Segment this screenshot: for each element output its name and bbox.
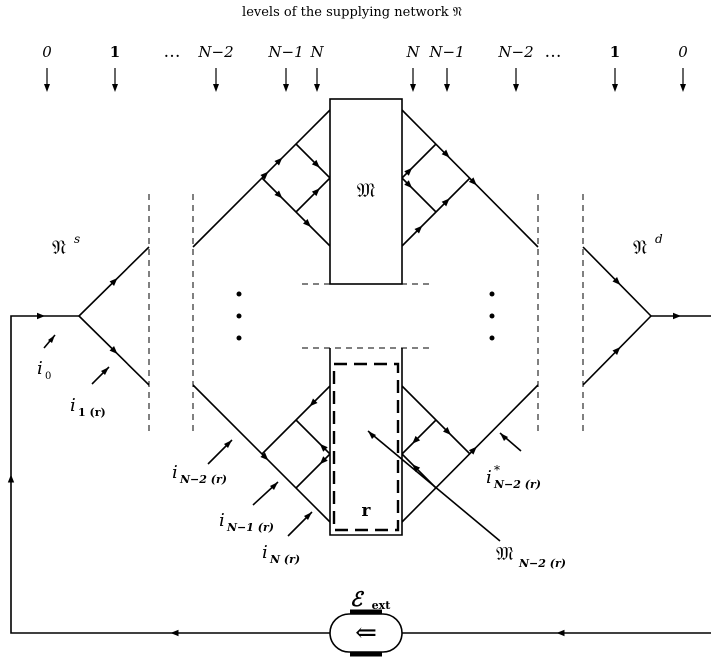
network-labels: 𝔑 s 𝔑 d 𝔐 r i 0 i 1 (r) i N−2 (r) i N−1 … bbox=[37, 178, 663, 570]
level-arrow bbox=[44, 68, 50, 92]
block-r-dashed bbox=[332, 362, 400, 532]
drain-network-sup: d bbox=[655, 232, 663, 246]
level-arrow bbox=[283, 68, 289, 92]
current-arrowhead bbox=[412, 464, 421, 473]
current-arrowhead bbox=[37, 312, 45, 320]
current-arrowhead bbox=[109, 278, 118, 286]
level-label: 0 bbox=[42, 43, 52, 61]
current-i0-sub: 0 bbox=[45, 371, 51, 382]
level-arrows bbox=[44, 68, 686, 92]
current-arrowhead bbox=[319, 456, 328, 465]
central-block-lower bbox=[329, 348, 403, 536]
current-arrowhead bbox=[404, 180, 413, 189]
level-labels-left: 0 1 … N−2 N−1 N bbox=[42, 42, 324, 62]
sub-block-sub: N−2 (r) bbox=[518, 557, 566, 570]
level-label: N−1 bbox=[428, 43, 464, 61]
current-arrowhead bbox=[412, 435, 421, 444]
current-iN2-star-sub: N−2 (r) bbox=[493, 478, 541, 491]
current-arrowhead bbox=[309, 398, 318, 407]
level-label: 1 bbox=[110, 43, 120, 61]
current-arrowhead bbox=[274, 157, 283, 166]
block-r-label: r bbox=[362, 501, 372, 521]
current-arrowhead bbox=[311, 159, 320, 168]
level-arrow bbox=[612, 68, 618, 92]
current-arrowhead bbox=[319, 443, 328, 452]
source-network-sup: s bbox=[74, 232, 80, 246]
current-arrowhead bbox=[612, 277, 621, 285]
dashed-separators bbox=[148, 194, 584, 436]
current-iN2: i bbox=[172, 462, 178, 483]
level-label: N bbox=[309, 43, 324, 61]
level-arrow bbox=[444, 68, 450, 92]
current-arrowhead bbox=[311, 188, 320, 197]
current-arrowhead bbox=[673, 312, 681, 320]
current-arrowhead bbox=[274, 190, 283, 199]
current-arrowhead bbox=[441, 149, 450, 158]
diagram-title: levels of the supplying network 𝔑 bbox=[242, 5, 462, 20]
level-arrow bbox=[213, 68, 219, 92]
current-arrowhead bbox=[468, 177, 477, 186]
current-arrowheads bbox=[7, 149, 681, 637]
current-arrowhead bbox=[260, 452, 269, 461]
current-arrowhead bbox=[441, 198, 450, 207]
current-iN2-star-sup: * bbox=[494, 463, 500, 477]
level-label: 1 bbox=[610, 43, 620, 61]
current-arrowhead bbox=[170, 629, 179, 637]
current-i1: i bbox=[70, 395, 76, 416]
level-ellipsis: … bbox=[164, 42, 181, 62]
current-arrowhead bbox=[404, 167, 413, 176]
level-arrow bbox=[680, 68, 686, 92]
central-block-label: 𝔐 bbox=[357, 178, 375, 202]
continuation-dots bbox=[236, 291, 495, 341]
current-i1-sub: 1 (r) bbox=[78, 406, 106, 419]
level-ellipsis: … bbox=[545, 42, 562, 62]
level-arrow bbox=[410, 68, 416, 92]
current-arrowhead bbox=[612, 347, 621, 355]
current-iN-sub: N (r) bbox=[269, 553, 300, 566]
level-labels-right: N N−1 N−2 … 1 0 bbox=[405, 42, 688, 62]
sub-block-label: 𝔐 bbox=[496, 543, 514, 565]
emf-symbol: ℰ bbox=[350, 587, 365, 611]
current-iN1: i bbox=[219, 510, 225, 531]
current-arrowhead bbox=[260, 171, 269, 180]
current-i0: i bbox=[37, 358, 43, 379]
current-iN: i bbox=[262, 542, 268, 563]
central-block-upper bbox=[329, 98, 403, 285]
current-arrowhead bbox=[414, 225, 423, 234]
current-iN1-sub: N−1 (r) bbox=[226, 521, 274, 534]
level-label: N−2 bbox=[197, 43, 233, 61]
current-arrowhead bbox=[109, 346, 118, 354]
emf-subscript: ext bbox=[372, 599, 392, 612]
level-label: N−1 bbox=[267, 43, 303, 61]
current-arrowhead bbox=[556, 629, 565, 637]
current-arrowhead bbox=[303, 219, 311, 227]
level-arrow bbox=[112, 68, 118, 92]
current-arrowhead bbox=[443, 427, 451, 435]
level-label: N−2 bbox=[497, 43, 533, 61]
level-arrow bbox=[513, 68, 519, 92]
label-pointers bbox=[43, 334, 522, 542]
current-iN2-star: i bbox=[486, 467, 492, 488]
current-arrowhead bbox=[7, 474, 15, 483]
emf-source: ⇐ ℰ ext bbox=[329, 587, 403, 657]
level-label: 0 bbox=[678, 43, 688, 61]
current-arrowhead bbox=[468, 446, 477, 455]
level-label: N bbox=[405, 43, 420, 61]
level-arrow bbox=[314, 68, 320, 92]
drain-network-label: 𝔑 bbox=[633, 235, 647, 259]
current-iN2-sub: N−2 (r) bbox=[179, 473, 227, 486]
source-network-label: 𝔑 bbox=[52, 235, 66, 259]
emf-arrow-icon: ⇐ bbox=[355, 618, 377, 648]
